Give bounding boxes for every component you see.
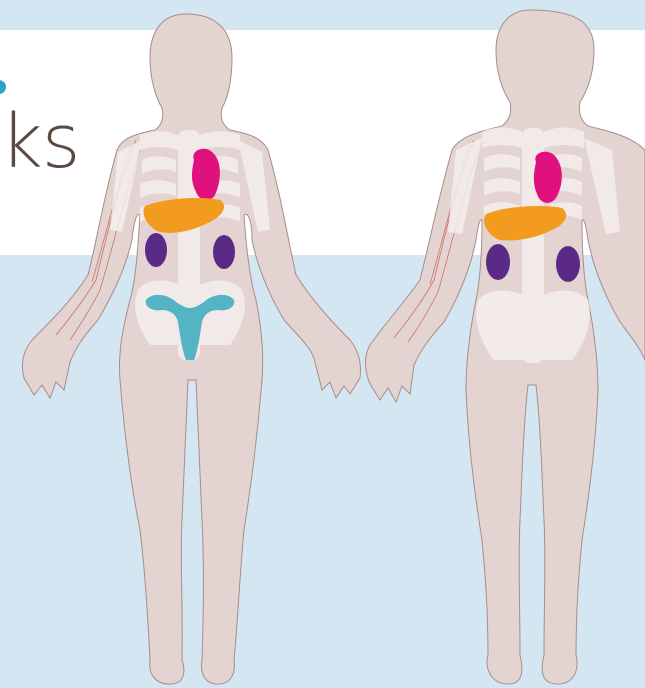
female-kidney-left — [145, 233, 167, 267]
female-figure — [22, 14, 360, 684]
male-figure — [366, 10, 645, 684]
male-kidney-left — [486, 244, 510, 280]
male-kidney-right — [556, 246, 580, 282]
female-kidney-right — [213, 235, 235, 269]
